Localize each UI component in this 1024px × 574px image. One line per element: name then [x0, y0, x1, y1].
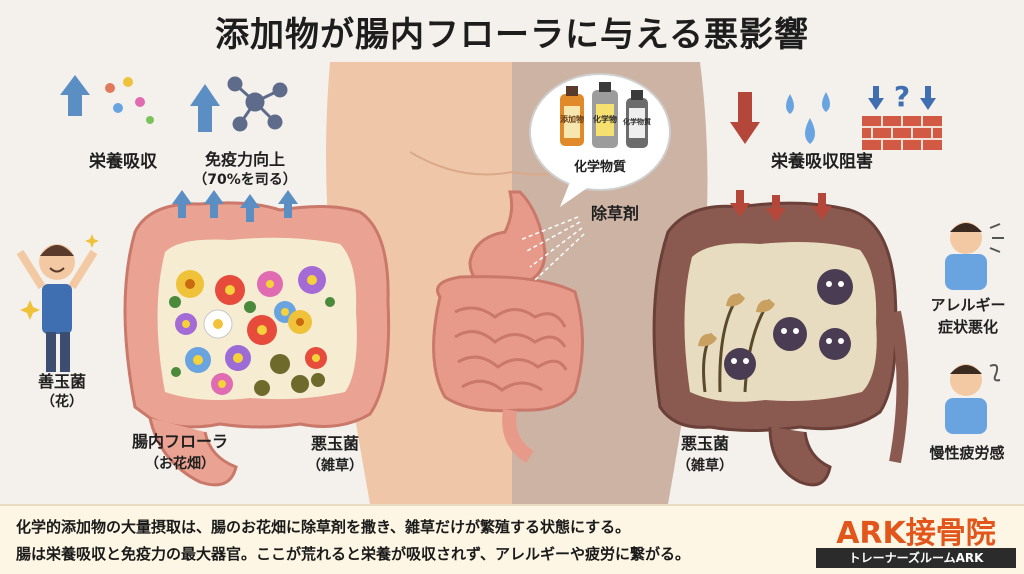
bad-bacteria: [724, 269, 853, 380]
label-flora: 腸内フローラ: [131, 432, 228, 451]
brand-name: ARK接骨院: [836, 516, 996, 551]
label-good-bacteria: 善玉菌: [37, 372, 86, 391]
brand-subtitle: トレーナーズルームARK: [816, 548, 1016, 568]
label-allergy-line2: 症状悪化: [937, 318, 998, 336]
blocked-arrows-icon: [868, 86, 936, 110]
label-fatigue: 慢性疲労感: [929, 444, 1005, 462]
illustration-svg: 添加物 化学物 化学物質: [16, 62, 1004, 504]
label-chemicals: 化学物質: [573, 160, 626, 175]
bad-bacteria-eyes: [731, 281, 844, 364]
sparkle-icon: [20, 234, 99, 320]
footer-line-2: 腸は栄養吸収と免疫力の最大器官。ここが荒れると栄養が吸収されず、アレルギーや疲労…: [16, 545, 690, 563]
label-absorption-block: 栄養吸収阻害: [771, 152, 873, 172]
illustration: 添加物 化学物 化学物質: [0, 62, 1024, 504]
label-nutrition: 栄養吸収: [89, 152, 157, 172]
footer-caption: 化学的添加物の大量摂取は、腸のお花畑に除草剤を撒き、雑草だけが繁殖する状態にする…: [0, 504, 1024, 574]
water-drop-icon: [786, 92, 830, 144]
label-bad-bacteria-left-sub: （雑草）: [307, 458, 363, 474]
label-immunity-sub: （70%を司る）: [193, 172, 297, 188]
bottle-label-3: 化学物質: [623, 117, 651, 126]
label-allergy-line1: アレルギー: [930, 296, 1006, 314]
allergy-person-icon: [945, 222, 1004, 290]
wilted-flower-heads: [698, 293, 775, 347]
brand-logo: ARK接骨院 トレーナーズルームARK: [816, 508, 1016, 568]
arrow-up-icon: [60, 75, 220, 132]
question-mark-icon: ?: [894, 80, 910, 113]
arrow-down-icon: [730, 92, 760, 144]
down-arrows-small: [730, 190, 832, 222]
label-herbicide: 除草剤: [590, 204, 639, 223]
brick-wall-icon: [862, 116, 942, 150]
page-title: 添加物が腸内フローラに与える悪影響: [215, 14, 809, 55]
weeds-left: [254, 354, 325, 396]
happy-person-icon: [16, 244, 98, 372]
label-flora-sub: （お花畑）: [145, 456, 215, 472]
stomach-intestine: [432, 190, 584, 464]
molecule-icon: [227, 76, 288, 132]
label-immunity: 免疫力向上: [204, 150, 285, 169]
label-bad-bacteria-left: 悪玉菌: [310, 434, 359, 453]
fatigue-person-icon: [945, 364, 1001, 434]
up-arrows-small: [172, 190, 298, 222]
bottle-label-1: 添加物: [560, 114, 584, 124]
label-bad-bacteria-right-sub: （雑草）: [677, 458, 733, 474]
label-good-bacteria-sub: （花）: [41, 394, 83, 410]
footer-line-1: 化学的添加物の大量摂取は、腸のお花畑に除草剤を撒き、雑草だけが繁殖する状態にする…: [16, 518, 631, 536]
bottle-label-2: 化学物: [593, 114, 617, 124]
nutrient-dots-icon: [105, 77, 154, 124]
chemicals-bubble: 添加物 化学物 化学物質: [529, 73, 671, 207]
label-bad-bacteria-right: 悪玉菌: [680, 434, 729, 453]
spray-lines: [519, 216, 585, 281]
flowers-good-bacteria: [169, 266, 335, 395]
